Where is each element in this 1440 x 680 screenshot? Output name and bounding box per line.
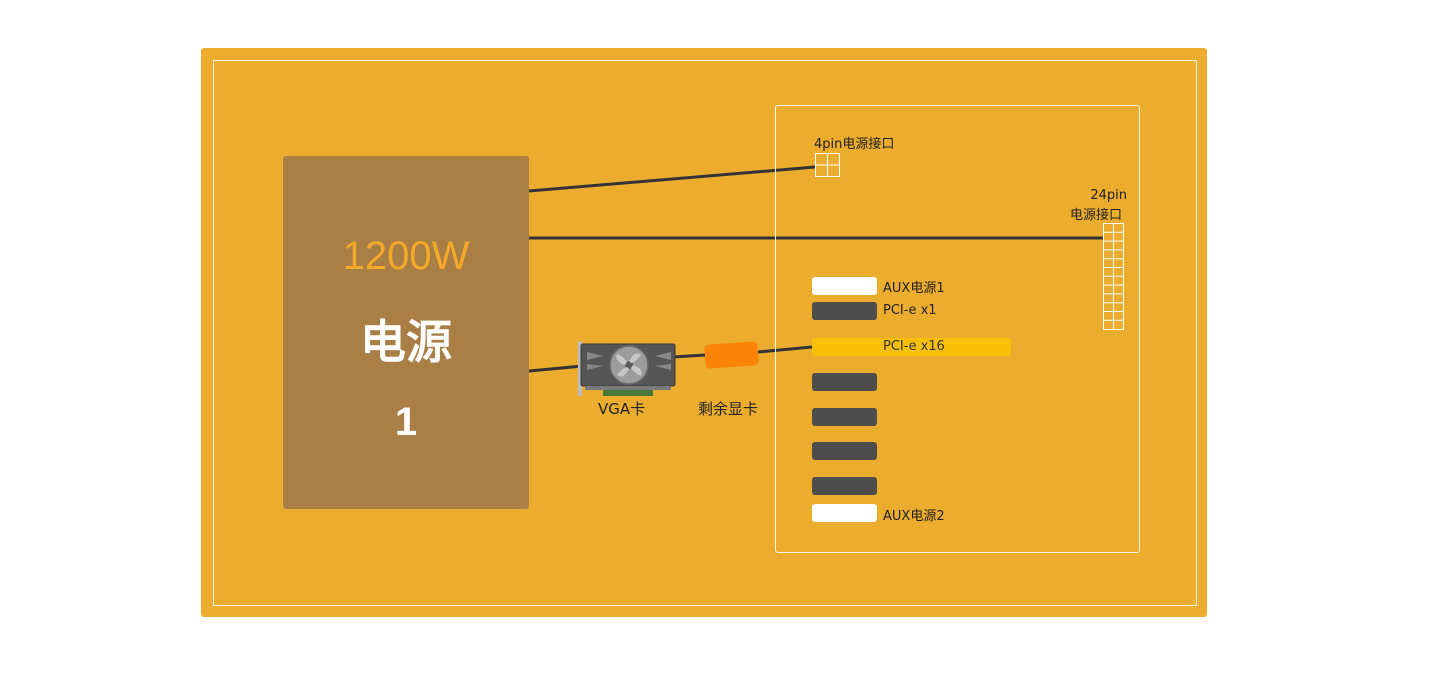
pcie-slot-3 [812, 373, 877, 391]
motherboard-outline [775, 105, 1140, 553]
aux-power-1-slot [812, 277, 877, 295]
aux-power-2-slot [812, 504, 877, 522]
pcie-x1-label: PCI-e x1 [883, 303, 937, 318]
pcie-x1-slot [812, 302, 877, 320]
main-power-label-line1: 24pin [1090, 188, 1127, 203]
pcie-x16-label: PCI-e x16 [883, 339, 945, 354]
main-power-connector-icon [1103, 223, 1124, 330]
cable-riser-to-slot [757, 345, 813, 354]
psu-number: 1 [394, 400, 418, 444]
pcie-x16-slot [812, 338, 1011, 356]
pcie-slot-4 [812, 408, 877, 426]
cpu-power-label: 4pin电源接口 [814, 137, 895, 152]
psu-wattage: 1200W [342, 234, 470, 278]
pcie-slot-5 [812, 442, 877, 460]
cable-cpu-power [528, 165, 816, 193]
gpu-label: VGA卡 [598, 400, 646, 418]
case-inner-border [213, 60, 1197, 606]
aux-power-1-label: AUX电源1 [883, 281, 945, 296]
power-supply-unit: 1200W 电源 1 [283, 156, 529, 509]
cable-riser [672, 353, 706, 359]
psu-name: 电源 [360, 315, 452, 369]
pcie-slot-6 [812, 477, 877, 495]
main-power-label-line2: 电源接口 [1070, 208, 1123, 223]
riser-adapter [704, 341, 759, 369]
mining-rig-case: 1200W 电源 1 4pin电源接口 24pin 电源接口 AUX电源1 PC… [201, 48, 1207, 617]
power-cables [528, 165, 1103, 373]
riser-label: 剩余显卡 [698, 400, 759, 418]
aux-power-2-label: AUX电源2 [883, 509, 945, 524]
cable-gpu-power [528, 364, 584, 373]
graphics-card-icon [578, 341, 676, 396]
cpu-power-connector-icon [815, 153, 840, 177]
